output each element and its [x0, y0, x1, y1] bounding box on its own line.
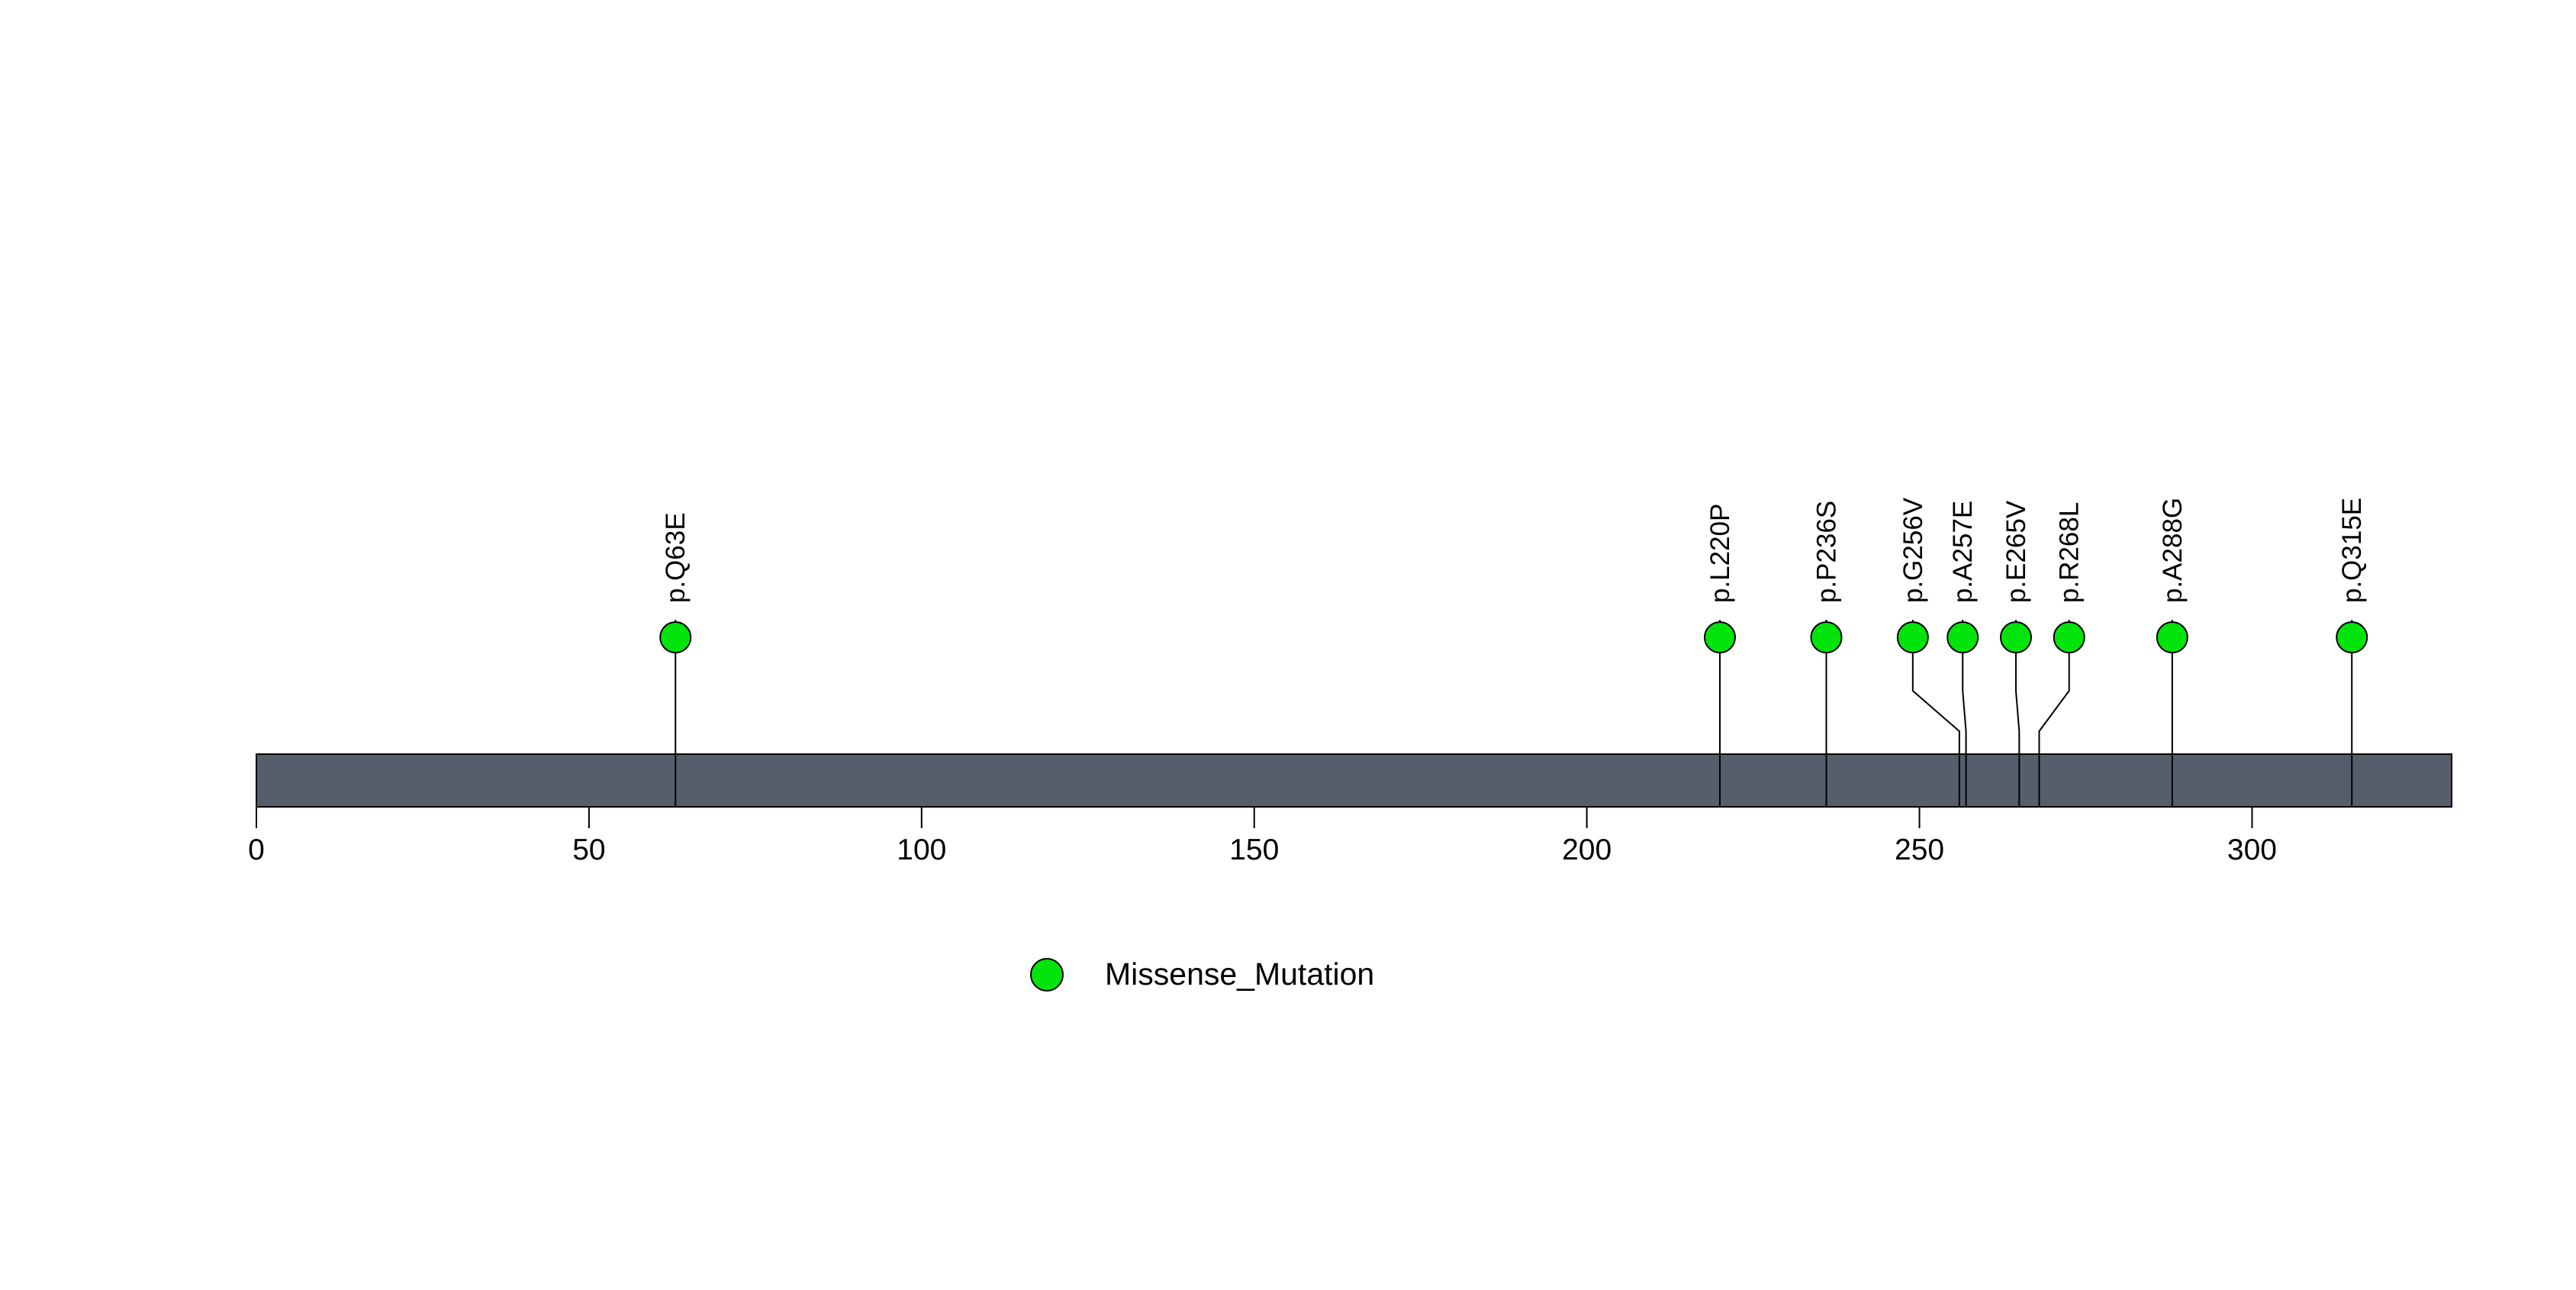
- mutation-label-p.E265V: p.E265V: [2001, 500, 2031, 603]
- axis-tick-label: 150: [1229, 834, 1279, 866]
- mutation-point-p.P236S: [1810, 621, 1843, 653]
- mutation-point-p.Q315E: [2336, 621, 2368, 653]
- mutation-label-p.Q315E: p.Q315E: [2337, 498, 2367, 603]
- mutation-point-p.E265V: [1999, 621, 2032, 653]
- axis-tick-label: 200: [1562, 834, 1612, 866]
- mutation-point-p.A288G: [2156, 621, 2188, 653]
- mutation-point-p.G256V: [1896, 621, 1929, 653]
- axis-tick-label: 100: [897, 834, 946, 866]
- mutation-label-p.L220P: p.L220P: [1705, 504, 1735, 603]
- lollipop-stem: [1962, 620, 1967, 806]
- legend-missense-label: Missense_Mutation: [1105, 956, 1375, 992]
- missense-mutation-circle-icon: [1030, 957, 1064, 992]
- mutation-point-p.Q63E: [659, 621, 692, 653]
- lollipop-stem: [2014, 620, 2021, 806]
- mutation-point-p.R268L: [2053, 621, 2085, 653]
- mutation-label-p.G256V: p.G256V: [1898, 497, 1928, 603]
- lollipop-stem: [1911, 620, 1960, 806]
- axis-tick-label: 250: [1895, 834, 1944, 866]
- mutation-label-p.R268L: p.R268L: [2055, 502, 2085, 603]
- legend: Missense_Mutation: [1030, 956, 1374, 992]
- mutation-point-p.L220P: [1704, 621, 1736, 653]
- mutation-label-p.A257E: p.A257E: [1948, 501, 1978, 603]
- axis-tick-label: 50: [572, 834, 605, 866]
- mutation-label-p.P236S: p.P236S: [1811, 501, 1841, 603]
- mutation-label-p.A288G: p.A288G: [2158, 498, 2188, 603]
- axis-tick-label: 300: [2227, 834, 2277, 866]
- mutation-label-p.Q63E: p.Q63E: [661, 512, 691, 603]
- mutation-point-p.A257E: [1946, 621, 1979, 653]
- lollipop-stem: [2038, 620, 2070, 806]
- axis-tick-label: 0: [248, 834, 265, 866]
- protein-bar: [256, 753, 2452, 808]
